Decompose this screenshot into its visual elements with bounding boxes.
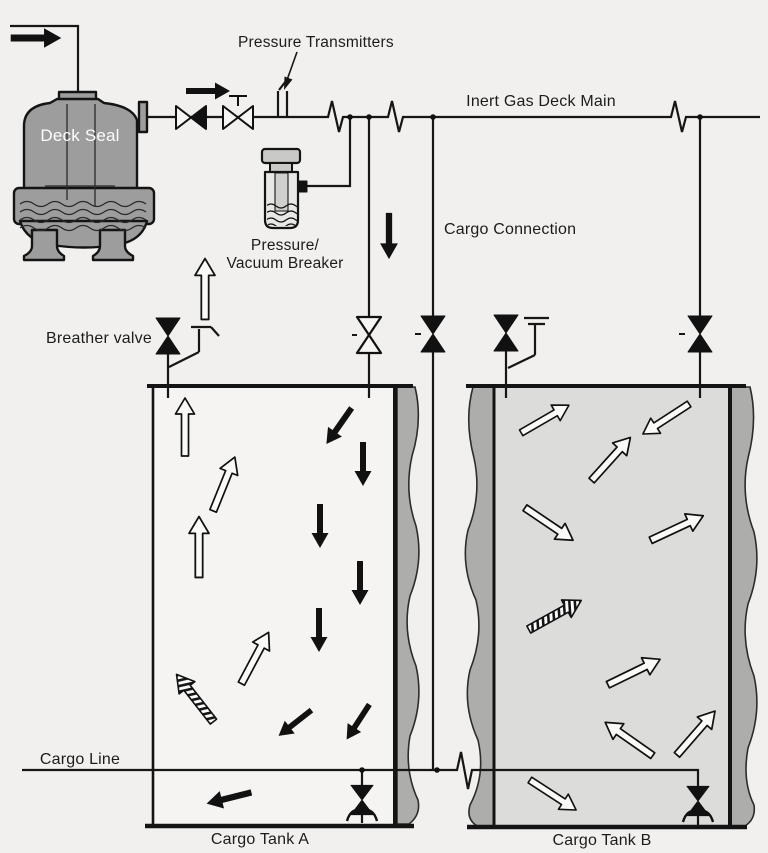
tank-a-right-structure-band bbox=[396, 386, 420, 825]
tank-b-right-structure-band bbox=[730, 386, 758, 827]
pipe-junctions bbox=[347, 114, 703, 773]
pv-water-waves bbox=[267, 203, 297, 226]
deck-seal-internals bbox=[19, 104, 147, 232]
deck-seal-side-nozzle bbox=[137, 100, 149, 134]
label-pressure-transmitters: Pressure Transmitters bbox=[238, 34, 394, 51]
cargo-tank-a bbox=[145, 384, 420, 829]
label-pv-breaker-line1: Pressure/ bbox=[251, 237, 320, 254]
flow-arrow-black bbox=[380, 212, 398, 260]
tank-b-ig-valve-icon bbox=[687, 315, 713, 353]
label-pv-breaker-line2: Vacuum Breaker bbox=[226, 255, 343, 272]
label-deck-seal: Deck Seal bbox=[40, 126, 119, 145]
deck-seal-upper-body bbox=[22, 97, 139, 192]
label-cargo-line: Cargo Line bbox=[40, 751, 120, 768]
flow-arrow-black bbox=[10, 28, 62, 48]
pv-inner-tube bbox=[274, 172, 289, 212]
label-inert-gas-deck-main: Inert Gas Deck Main bbox=[466, 93, 616, 110]
pv-cap bbox=[260, 147, 302, 165]
pv-side-nozzle bbox=[297, 180, 308, 193]
breather-a-piping bbox=[166, 325, 220, 398]
tank-b-left-structure-band bbox=[464, 386, 498, 827]
tank-a-interior bbox=[153, 387, 394, 824]
non-return-valve bbox=[175, 105, 207, 130]
label-cargo-tank-a: Cargo Tank A bbox=[211, 831, 309, 848]
cargo-connection-valve-icon bbox=[420, 315, 446, 353]
deck-seal-water-waves bbox=[19, 200, 147, 232]
cargo-tank-b bbox=[464, 384, 758, 830]
tank-a-ig-valve-icon bbox=[355, 315, 383, 355]
cargo-line-pipe-2 bbox=[480, 768, 700, 787]
pipe-break-icon bbox=[320, 100, 348, 133]
deck-isolating-valve bbox=[222, 95, 254, 130]
tank-b-cargo-valve-icon bbox=[681, 785, 715, 823]
transmitter-leader-arrow bbox=[284, 51, 298, 90]
pipe-break-icon bbox=[382, 100, 408, 133]
label-cargo-connection: Cargo Connection bbox=[444, 221, 576, 238]
label-breather-valve: Breather valve bbox=[46, 330, 152, 347]
pv-breaker-branch bbox=[307, 117, 352, 188]
breather-b-piping bbox=[504, 316, 549, 398]
pipe-break-icon bbox=[449, 751, 480, 790]
inlet-pipe bbox=[10, 24, 80, 92]
label-cargo-tank-b: Cargo Tank B bbox=[552, 832, 651, 849]
valve-stem-ticks bbox=[352, 333, 685, 336]
breather-valve-b-icon bbox=[493, 314, 519, 352]
deck-seal-left-leg bbox=[22, 228, 66, 262]
deck-seal-vessel bbox=[12, 90, 156, 262]
pressure-vacuum-breaker bbox=[260, 147, 308, 230]
flow-arrow-white bbox=[194, 257, 216, 321]
deck-seal-right-leg bbox=[91, 228, 135, 262]
breather-valve-a-icon bbox=[155, 317, 181, 355]
pipe-break-icon bbox=[664, 100, 692, 133]
flow-arrow-black bbox=[186, 82, 230, 100]
tank-a-cargo-valve-icon bbox=[345, 784, 379, 822]
